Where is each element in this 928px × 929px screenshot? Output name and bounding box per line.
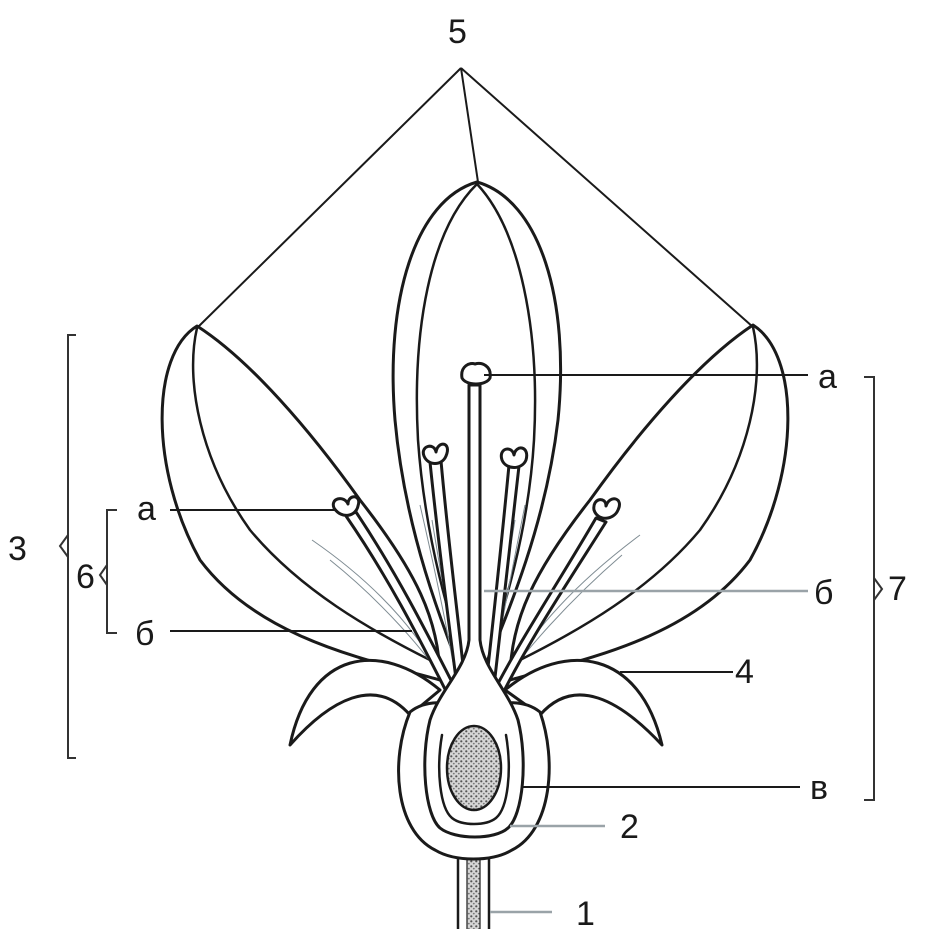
label-4: 4 xyxy=(735,653,754,691)
label-pistil-b: б xyxy=(814,574,833,612)
label-6: 6 xyxy=(76,558,95,596)
bracket-6-tick xyxy=(100,565,107,585)
flower-stalk xyxy=(458,855,489,929)
label-5: 5 xyxy=(448,13,467,51)
label-pistil-v: в xyxy=(810,769,828,807)
label-1: 1 xyxy=(576,895,595,929)
bracket-7 xyxy=(864,377,874,800)
label-3: 3 xyxy=(8,530,27,568)
label-7: 7 xyxy=(888,570,907,608)
bracket-3-tick xyxy=(60,535,68,557)
bracket-6 xyxy=(107,510,117,633)
label-stamen-a: а xyxy=(137,490,156,528)
bracket-7-tick xyxy=(874,578,882,600)
ovule xyxy=(447,726,501,810)
label-2: 2 xyxy=(620,808,639,846)
bracket-3 xyxy=(68,335,76,758)
label-stamen-b: б xyxy=(135,615,154,653)
label-pistil-a: а xyxy=(818,358,837,396)
